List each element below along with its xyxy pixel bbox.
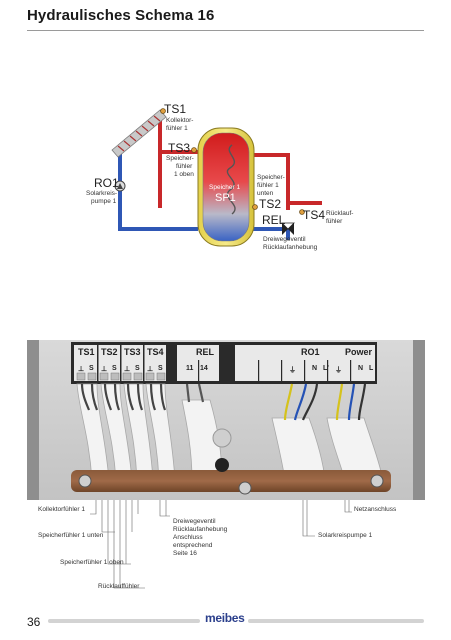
callout-dreiwege-4: entsprechend xyxy=(173,542,213,549)
callout-speicher-unten: Speicherfühler 1 unten xyxy=(38,532,104,539)
storage-tank xyxy=(197,127,255,247)
title-rule xyxy=(27,30,424,31)
pin-4: S xyxy=(112,365,117,372)
solar-collector xyxy=(111,109,167,158)
ts4-desc-2: fühler xyxy=(326,218,343,225)
ts1-desc-1: Kollektor- xyxy=(166,117,194,124)
terminal-labels: TS1 TS2 TS3 TS4 REL RO1 Power xyxy=(74,345,404,381)
pump-symbol xyxy=(114,180,126,192)
pin-7: ⊥ xyxy=(147,366,154,373)
callout-dreiwege-2: Rücklaufanhebung xyxy=(173,526,228,533)
ts2-desc-1: Speicher- xyxy=(257,174,285,181)
pin-l-2: L xyxy=(369,365,374,372)
rel-desc-2: Rücklaufanhebung xyxy=(263,244,318,251)
terminal-pins: ⊥ S ⊥ S ⊥ S ⊥ S 11 14 ⏚ N L' ⏚ N L xyxy=(76,365,406,377)
tank-code: SP1 xyxy=(215,192,236,204)
callout-ruecklauf: Rücklauffühler xyxy=(98,583,140,590)
pin-3: ⊥ xyxy=(101,366,108,373)
pin-6: S xyxy=(135,365,140,372)
pin-pe-1: ⏚ xyxy=(289,367,296,374)
callout-dreiwege-5: Seite 16 xyxy=(173,550,197,557)
ts4-label: TS4 xyxy=(303,208,326,222)
page-number: 36 xyxy=(27,615,41,629)
rel-label: REL xyxy=(262,213,286,227)
ts2-desc-3: unten xyxy=(257,190,274,197)
ro1-label: RO1 xyxy=(94,176,119,190)
brand-logo: meibes xyxy=(205,611,245,625)
callout-speicher-oben: Speicherfühler 1 oben xyxy=(60,559,124,566)
callout-lines xyxy=(90,500,352,589)
three-way-valve xyxy=(281,222,295,235)
term-ts2: TS2 xyxy=(101,347,118,357)
tank-name: Speicher 1 xyxy=(209,184,241,191)
footer-bar-right xyxy=(248,619,424,623)
ts1-desc-2: fühler 1 xyxy=(166,125,188,132)
pin-n-2: N xyxy=(358,365,364,372)
callout-dreiwege-1: Dreiwegeventil xyxy=(173,518,216,525)
pin-pe-2: ⏚ xyxy=(335,367,342,374)
term-ro1: RO1 xyxy=(301,347,320,357)
hydraulic-schema xyxy=(111,108,322,247)
pin-l-1: L' xyxy=(323,365,329,372)
rel-desc-1: Dreiwegeventil xyxy=(263,236,306,243)
term-ts1: TS1 xyxy=(78,347,95,357)
ts2-desc-2: fühler 1 xyxy=(257,182,279,189)
ro1-desc-1: Solarkreis- xyxy=(86,190,118,197)
pin-rel-11: 11 xyxy=(186,365,194,372)
pin-2: S xyxy=(89,365,94,372)
pin-8: S xyxy=(158,365,163,372)
callout-netz: Netzanschluss xyxy=(354,506,397,513)
term-rel: REL xyxy=(196,347,214,357)
ro1-desc-2: pumpe 1 xyxy=(91,198,117,205)
term-ts4: TS4 xyxy=(147,347,164,357)
ts3-desc-2: fühler xyxy=(176,163,193,170)
ts2-label: TS2 xyxy=(259,197,282,211)
ts1-label: TS1 xyxy=(164,102,187,116)
callout-solarpumpe: Solarkreispumpe 1 xyxy=(318,532,373,539)
callout-kollektorfuehler: Kollektorfühler 1 xyxy=(38,506,85,513)
ts4-desc-1: Rücklauf- xyxy=(326,210,354,217)
ts3-desc-1: Speicher- xyxy=(166,155,194,162)
wiring-photo xyxy=(27,340,425,500)
hot-pipes xyxy=(158,113,322,210)
term-ts3: TS3 xyxy=(124,347,141,357)
ts3-desc-3: 1 oben xyxy=(174,171,194,178)
callout-dreiwege-3: Anschluss xyxy=(173,534,203,541)
footer-bar-left xyxy=(48,619,200,623)
pin-rel-14: 14 xyxy=(200,365,208,372)
ts3-label: TS3 xyxy=(168,141,191,155)
sensor-markers xyxy=(160,108,305,215)
page-title: Hydraulisches Schema 16 xyxy=(27,7,215,24)
pin-5: ⊥ xyxy=(124,366,131,373)
term-power: Power xyxy=(345,347,373,357)
pin-1: ⊥ xyxy=(78,366,85,373)
pin-n-1: N xyxy=(312,365,318,372)
